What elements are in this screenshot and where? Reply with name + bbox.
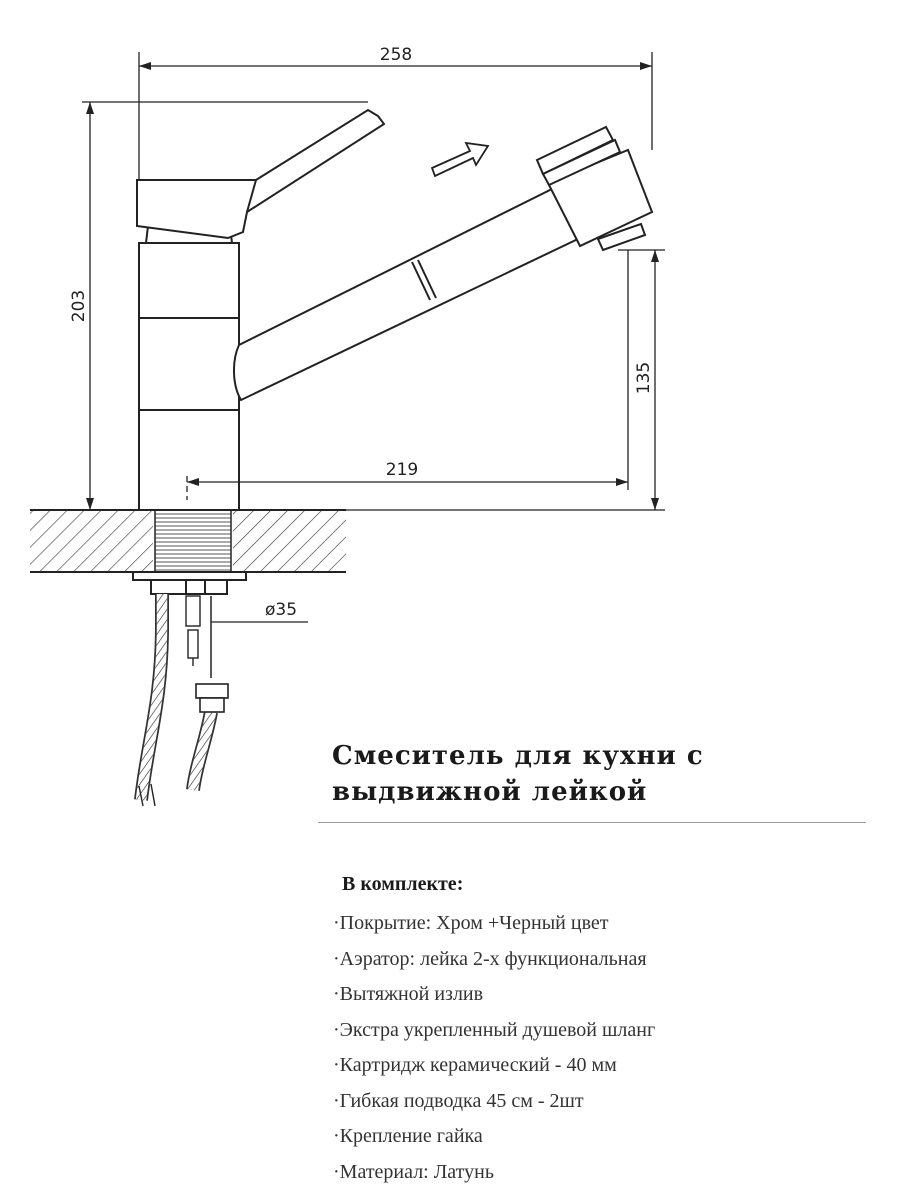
list-item: Покрытие: Хром +Черный цвет — [333, 906, 655, 942]
dimension-lines — [82, 52, 665, 623]
faucet-body — [138, 225, 240, 511]
dimension-spout-reach: 219 — [386, 460, 418, 480]
lever-handle — [136, 108, 386, 240]
dimension-mount-diameter: ø35 — [265, 600, 297, 620]
spray-head — [535, 125, 654, 252]
list-item: Вытяжной излив — [333, 977, 655, 1013]
pull-direction-arrow-icon — [430, 141, 490, 178]
mounting-nut — [132, 571, 247, 595]
dimension-arrowheads — [86, 62, 659, 510]
supply-hoses — [134, 594, 229, 807]
list-item: Крепление гайка — [333, 1119, 655, 1155]
dimension-spout-height: 135 — [634, 362, 654, 394]
kit-heading: В комплекте: — [342, 873, 464, 895]
product-title: Смеситель для кухни с выдвижной лейкой — [332, 741, 704, 807]
list-item: Материал: Латунь — [333, 1155, 655, 1191]
dimension-overall-height: 203 — [69, 290, 89, 322]
list-item: Экстра укрепленный душевой шланг — [333, 1013, 656, 1049]
countertop — [30, 509, 346, 573]
list-item: Гибкая подводка 45 см - 2шт — [333, 1084, 655, 1120]
kit-feature-list: Покрытие: Хром +Черный цвет Аэратор: лей… — [333, 906, 656, 1191]
dimension-overall-width: 258 — [380, 45, 412, 65]
faucet-technical-drawing: 258 203 219 135 ø35 — [30, 45, 665, 807]
list-item: Картридж керамический - 40 мм — [333, 1048, 655, 1084]
list-item: Аэратор: лейка 2-х функциональная — [333, 942, 655, 978]
pull-out-spout — [233, 184, 582, 402]
title-divider — [318, 822, 866, 823]
